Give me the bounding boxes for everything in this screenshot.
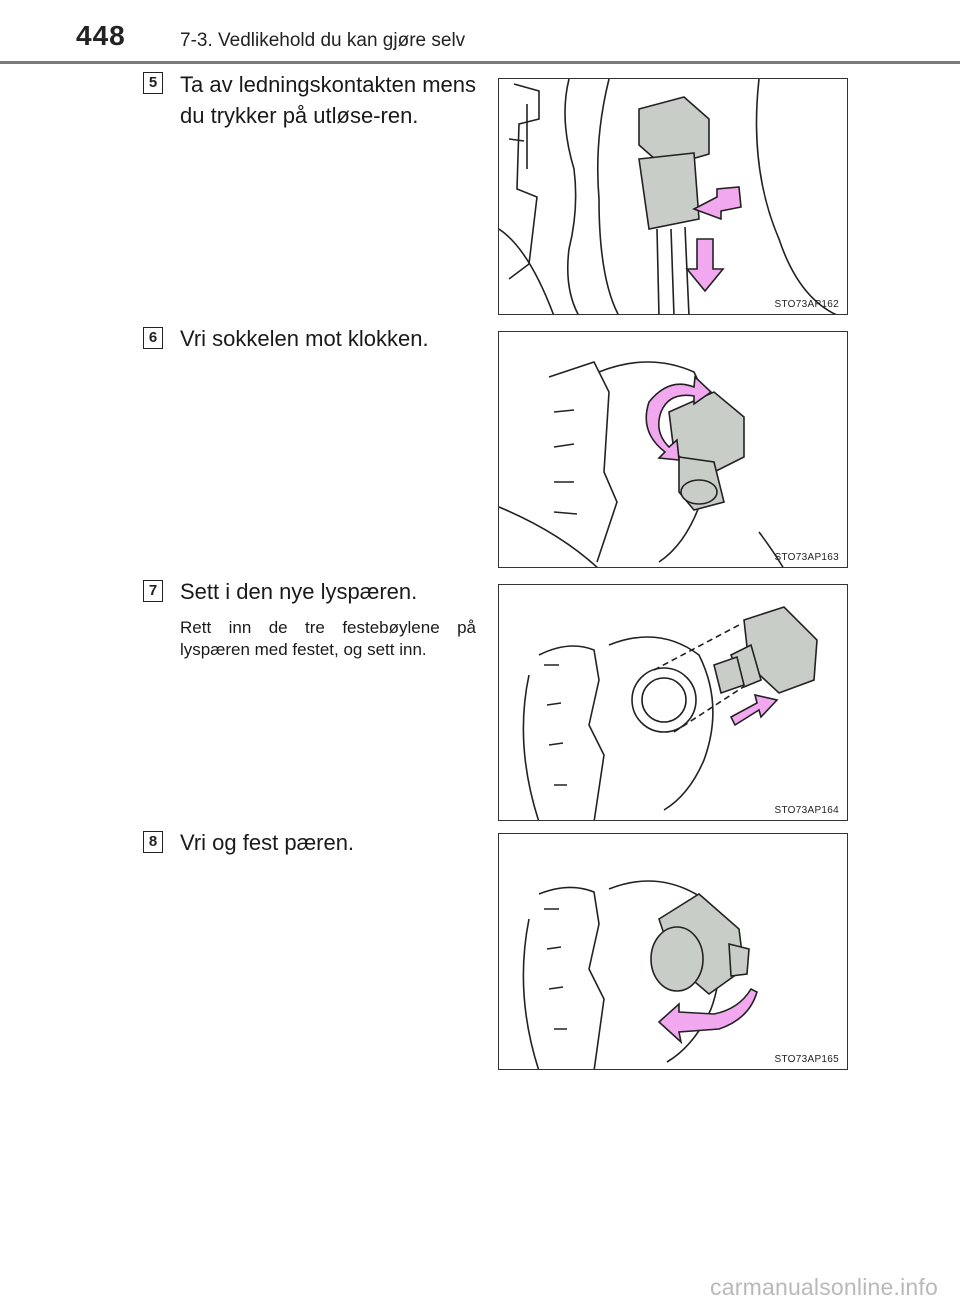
figure-remove-connector: STO73AP162 xyxy=(498,78,848,315)
bulb-insert-illustration xyxy=(522,606,818,820)
figure-insert-bulb: STO73AP164 xyxy=(498,584,848,821)
step-detail: Rett inn de tre festebøylene på lyspæren… xyxy=(180,618,476,659)
header-rule xyxy=(0,61,960,64)
bulb-fasten-illustration xyxy=(522,880,758,1069)
figure-turn-socket: STO73AP163 xyxy=(498,331,848,568)
page-number: 448 xyxy=(76,20,126,51)
step-number-badge: 5 xyxy=(143,72,163,94)
step-instruction: Ta av ledningskontakten mens du trykker … xyxy=(180,72,476,128)
connector-illustration xyxy=(499,79,837,314)
section-title: 7-3. Vedlikehold du kan gjøre selv xyxy=(180,30,466,51)
figure-code: STO73AP162 xyxy=(774,299,839,310)
watermark: carmanualsonline.info xyxy=(710,1274,938,1300)
step-instruction: Vri sokkelen mot klokken. xyxy=(180,326,429,351)
socket-illustration xyxy=(499,361,784,567)
step-number-badge: 6 xyxy=(143,327,163,349)
step-instruction: Sett i den nye lyspæren. xyxy=(180,579,418,604)
figure-code: STO73AP164 xyxy=(774,805,839,816)
page-header: 448 7-3. Vedlikehold du kan gjøre selv xyxy=(0,0,960,64)
step-number-badge: 8 xyxy=(143,831,163,853)
figure-fasten-bulb: STO73AP165 xyxy=(498,833,848,1070)
figure-code: STO73AP165 xyxy=(774,1054,839,1065)
step-number-badge: 7 xyxy=(143,580,163,602)
figure-code: STO73AP163 xyxy=(774,552,839,563)
step-instruction: Vri og fest pæren. xyxy=(180,830,355,855)
